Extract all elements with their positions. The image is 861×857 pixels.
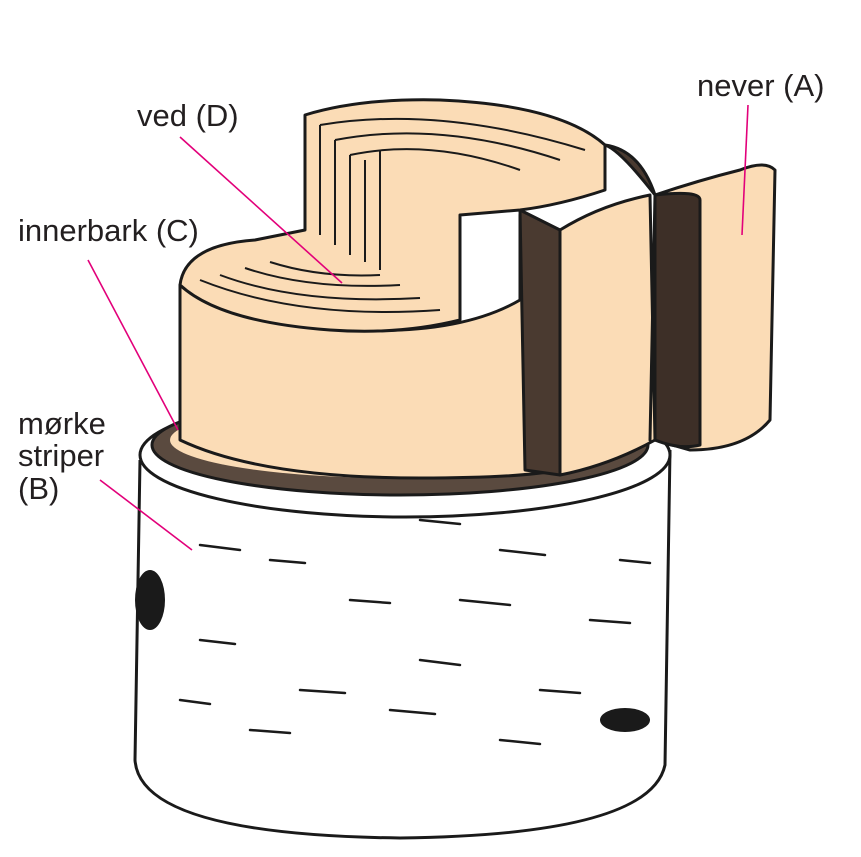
bark-knot-left — [135, 570, 165, 630]
outer-bark-cylinder — [133, 449, 672, 840]
label-dark-stripes-3: (B) — [18, 471, 60, 506]
label-bark: never (A) — [697, 68, 825, 103]
leader-line-dark-stripes — [99, 479, 193, 551]
leader-line-inner-bark — [87, 259, 179, 431]
dark-stripes — [178, 518, 652, 746]
label-dark-stripes-2: striper — [18, 438, 105, 473]
label-dark-stripes-1: mørke — [18, 406, 106, 441]
leader-line-wood — [179, 136, 343, 284]
leader-line-bark — [741, 104, 749, 236]
inner-bark-cut — [518, 208, 562, 477]
bark-knot-right — [600, 708, 650, 732]
label-inner-bark: innerbark (C) — [18, 213, 199, 248]
label-wood: ved (D) — [137, 98, 239, 133]
wood-upper-block — [178, 98, 607, 333]
